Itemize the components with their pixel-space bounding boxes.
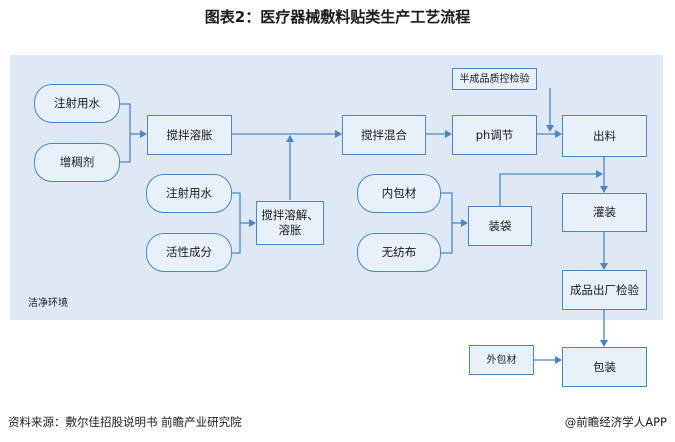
node-filling: 灌装: [562, 193, 647, 232]
credit-note: @前瞻经济学人APP: [564, 415, 667, 429]
node-thickener: 增稠剂: [34, 143, 120, 182]
node-active-ingredient: 活性成分: [146, 233, 232, 272]
node-discharge: 出料: [562, 115, 647, 157]
node-final-inspection: 成品出厂检验: [562, 270, 647, 310]
node-packaging: 包装: [562, 347, 647, 387]
clean-environment-label: 洁净环境: [28, 298, 68, 309]
node-stir-dissolve: 搅拌溶解、溶胀: [256, 201, 324, 245]
bracket-left-mid: [232, 192, 241, 254]
line-bagging-up: [499, 170, 603, 206]
bracket-left-top: [120, 103, 131, 163]
node-injection-water-2: 注射用水: [146, 174, 232, 213]
node-ph-adjust: ph调节: [452, 115, 537, 155]
source-note: 资料来源：敷尔佳招股说明书 前瞻产业研究院: [8, 415, 242, 429]
node-semi-qc: 半成品质控检验: [452, 68, 537, 90]
node-stir-swell: 搅拌溶胀: [147, 115, 232, 155]
node-outer-material: 外包材: [469, 345, 534, 375]
node-nonwoven: 无纺布: [357, 233, 441, 272]
node-stir-mix: 搅拌混合: [342, 115, 426, 155]
node-injection-water-1: 注射用水: [34, 84, 120, 123]
node-bagging: 装袋: [468, 206, 532, 246]
bracket-right-mid: [441, 192, 453, 254]
node-inner-material: 内包材: [357, 174, 441, 213]
chart-title: 图表2：医疗器械敷料贴类生产工艺流程: [204, 8, 471, 26]
